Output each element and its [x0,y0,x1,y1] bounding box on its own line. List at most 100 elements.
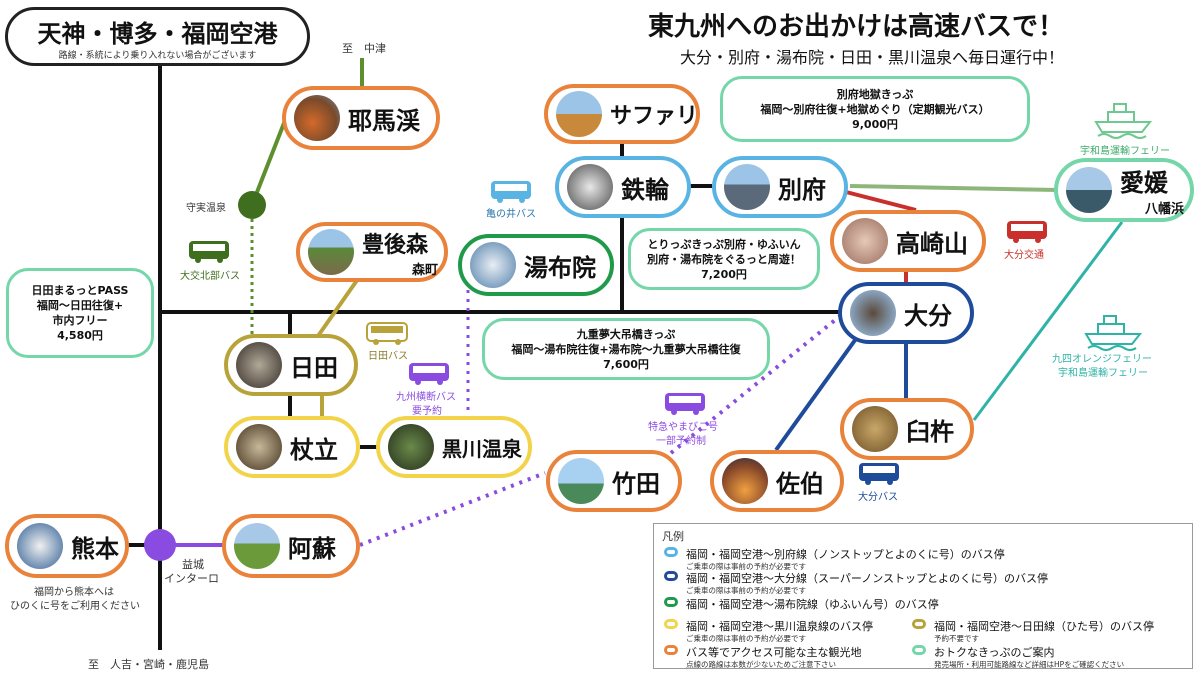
ticket-desc: 別府・湯布院をぐるっと周遊！ [647,252,801,266]
stop-name: 臼杵 [906,417,954,446]
kumamoto-note2: ひのくに号をご利用ください [10,601,140,612]
mashiki-label: 益城 [182,558,204,571]
ticket-jigoku[interactable]: 別府地獄きっぷ 福岡〜別府往復+地獄めぐり（定期観光バス） 9,000円 [720,76,1030,142]
origin-box: 天神・博多・福岡空港 路線・系統により乗り入れない場合がございます [5,7,310,66]
ticket-trip[interactable]: とりっぷきっぷ別府・ゆふいん 別府・湯布院をぐるっと周遊！ 7,200円 [628,228,820,290]
yamabiko-label: 特急やまびこ号 [648,422,718,433]
stop-name: 竹田 [612,469,660,498]
bus-icon [859,463,899,485]
kumamoto-note1: 福岡から熊本へは [34,587,114,598]
ticket-desc: 福岡〜日田往復+ [36,299,124,312]
legend-item-yufuin: 福岡・福岡空港〜湯布院線（ゆふいん号）のバス停 [664,596,939,612]
legend: 凡例 福岡・福岡空港〜別府線（ノンストップとよのくに号）のバス停ご乗車の際は事前… [653,523,1193,669]
bungomori-line [316,274,362,338]
ticket-title: とりっぷきっぷ別府・ゆふいん [647,237,801,251]
ticket-title: 日田まるっとPASS [31,284,129,297]
legend-swatch [664,619,678,629]
bungomori-photo [308,229,354,275]
ehime-photo [1066,167,1112,213]
reserve-label: 要予約 [412,406,442,417]
ic-label: インターロ [164,572,219,585]
stop-usuki[interactable]: 臼杵 [840,398,974,460]
bus-icon [665,393,705,415]
ticket-desc: 福岡〜湯布院往復+湯布院〜九重夢大吊橋往復 [511,342,741,356]
beppu-takasakiyama-line [845,190,917,212]
aso-taketa-dotted [359,471,546,547]
bus-icon [189,241,229,263]
stop-name: サファリ [610,104,699,129]
legend-title: 凡例 [662,530,684,543]
jujitsu-junction [238,191,266,219]
stop-bungomori[interactable]: 豊後森森町 [296,222,448,282]
ticket-desc: 市内フリー [52,314,108,327]
stop-hita[interactable]: 日田 [224,334,358,396]
stop-taketa[interactable]: 竹田 [546,450,682,512]
ticket-kokonoe[interactable]: 九重夢大吊橋きっぷ 福岡〜湯布院往復+湯布院〜九重夢大吊橋往復 7,600円 [482,318,770,380]
legend-swatch [664,597,678,607]
stop-name: 別府 [778,175,826,204]
ferry-line-usuki-ehime [972,221,1124,421]
legend-swatch [912,645,926,655]
yufuin-photo [470,242,516,288]
ferry-line-beppu-ehime [849,184,1059,192]
stop-saiki[interactable]: 佐伯 [710,450,844,512]
stop-takasakiyama[interactable]: 高崎山 [830,210,986,272]
legend-item-sight: バス等でアクセス可能な主な観光地点線の路線は本数が少ないためご注意下さい [664,644,861,669]
stop-tetsurin[interactable]: 鉄輪 [555,156,691,218]
stop-name: 高崎山 [896,229,968,258]
origin-note: 路線・系統により乗り入れない場合がございます [58,51,257,61]
stop-name: 佐伯 [776,469,824,498]
oita-photo [850,290,896,336]
oita-bus-label: 大分バス [858,492,898,503]
stop-kurokawa[interactable]: 黒川温泉 [376,416,532,478]
stop-safari[interactable]: サファリ [544,84,700,144]
ticket-price: 7,200円 [701,267,747,281]
stop-kumamoto[interactable]: 熊本 [5,514,129,578]
legend-item-oita: 福岡・福岡空港〜大分線（スーパーノンストップとよのくに号）のバス停ご乗車の際は事… [664,570,1048,595]
page-title: 東九州へのお出かけは高速バスで！ [648,12,1065,42]
bus-icon [366,322,408,345]
orange-ferry-label: 九四オレンジフェリー [1052,354,1152,365]
oita-koutsu-label: 大分交通 [1004,250,1044,261]
mashiki-junction [144,529,176,561]
legend-swatch [664,547,678,557]
stop-name: 鉄輪 [621,175,669,204]
taketa-oita-dotted [648,310,847,472]
south-direction: 至 人吉・宮崎・鹿児島 [88,658,209,671]
stop-aso[interactable]: 阿蘇 [222,514,360,578]
ticket-title: 九重夢大吊橋きっぷ [576,327,676,341]
ticket-title: 別府地獄きっぷ [836,87,914,101]
origin-name: 天神・博多・福岡空港 [37,20,278,48]
aso-photo [234,523,280,569]
hita-bus-label: 日田バス [368,351,408,362]
kumamoto-photo [17,523,63,569]
stop-tsuetate[interactable]: 杖立 [224,416,360,478]
yabakei-photo [294,95,340,141]
stop-name: 大分 [904,301,952,330]
legend-item-hita: 福岡・福岡空港〜日田線（ひた号）のバス停予約不要です [912,618,1154,643]
stop-oita[interactable]: 大分 [838,282,974,344]
ticket-price: 4,580円 [57,329,103,342]
stop-ehime[interactable]: 愛媛八幡浜 [1054,158,1194,222]
bus-icon [491,181,531,203]
stop-name: 阿蘇 [288,534,336,563]
jujitsu-label: 守実温泉 [186,203,226,214]
north-direction: 至 中津 [342,42,386,55]
daikou-label: 大交北部バス [180,271,240,282]
stop-yabakei[interactable]: 耶馬渓 [282,86,440,150]
tsuetate-photo [236,424,282,470]
page-subtitle: 大分・別府・湯布院・日田・黒川温泉へ毎日運行中！ [680,48,1065,67]
safari-photo [556,91,602,137]
legend-item-ticket: おトクなきっぷのご案内発売場所・利用可能路線など詳細はHPをご確認ください [912,644,1124,669]
stop-beppu[interactable]: 別府 [712,156,848,218]
stop-name: 日田 [290,353,338,382]
stop-name: 黒川温泉 [442,436,522,461]
ticket-price: 7,600円 [603,357,649,371]
ticket-hita-pass[interactable]: 日田まるっとPASS 福岡〜日田往復+ 市内フリー 4,580円 [6,268,154,358]
tetsurin-photo [567,164,613,210]
hita-photo [236,342,282,388]
oudan-label: 九州横断バス [396,392,456,403]
yamabiko-sub-label: 一部予約制 [656,436,706,447]
kurokawa-photo [388,424,434,470]
stop-yufuin[interactable]: 湯布院 [458,234,614,296]
